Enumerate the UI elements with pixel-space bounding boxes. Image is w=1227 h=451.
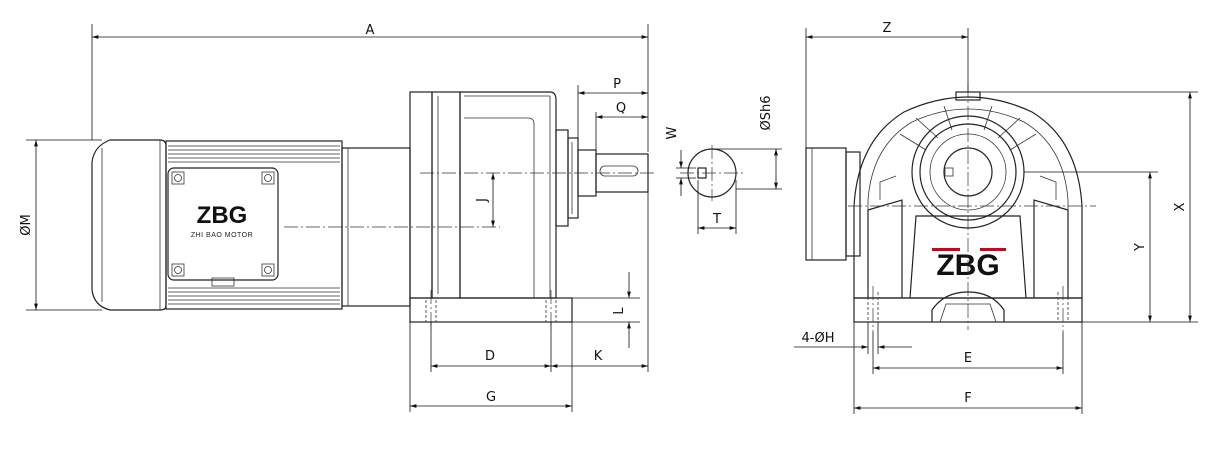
dim-label-G: G (486, 390, 496, 405)
dim-label-M: ØM (19, 214, 34, 235)
dim-label-L: L (612, 307, 627, 315)
dim-label-H: 4-ØH (802, 331, 835, 346)
dim-label-W: W (665, 126, 680, 139)
dim-label-P: P (613, 77, 621, 92)
gearbox-housing (409, 91, 649, 330)
front-view: ZBG Z X Y 4-ØH E (794, 21, 1198, 414)
dim-label-S: ØSh6 (759, 96, 774, 131)
terminal-box (167, 167, 279, 281)
dim-label-T: T (712, 212, 721, 227)
dim-label-J: J (475, 198, 490, 203)
dim-label-E: E (964, 351, 972, 366)
dim-label-Z: Z (883, 21, 892, 36)
dim-label-Y: Y (1133, 243, 1148, 252)
dim-label-Q: Q (616, 101, 626, 116)
dim-label-X: X (1173, 202, 1188, 211)
side-view: ZBG ZHI BAO MOTOR (19, 23, 782, 412)
motor-logo: ZBG (197, 202, 248, 229)
dim-label-K: K (594, 349, 603, 364)
dim-label-D: D (485, 349, 495, 364)
motor-body: ZBG ZHI BAO MOTOR (165, 140, 411, 310)
dim-label-A: A (366, 23, 375, 38)
dim-label-F: F (964, 391, 971, 406)
motor-fan-cover (91, 139, 167, 311)
shaft-section (680, 145, 744, 201)
motor-plate-text: ZHI BAO MOTOR (191, 232, 253, 239)
housing-logo: ZBG (932, 248, 1006, 282)
